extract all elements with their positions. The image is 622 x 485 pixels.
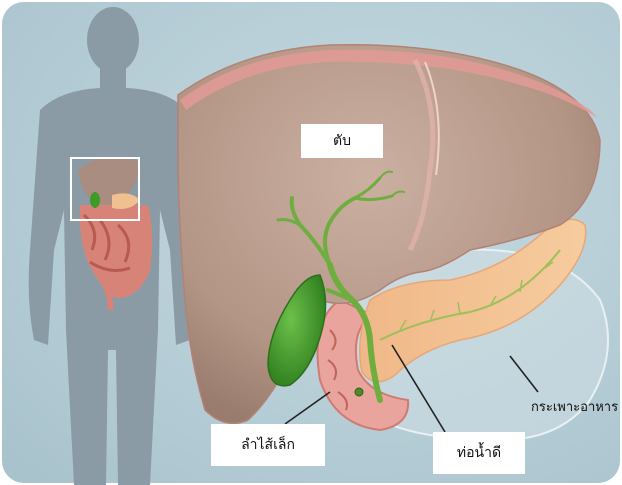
liver-label: ตับ — [301, 124, 383, 158]
bile-duct-label: ท่อน้ำดี — [433, 432, 525, 474]
small-intestine-label: ลำไส้เล็ก — [211, 424, 325, 466]
duct-opening — [355, 388, 363, 396]
stomach-label: กระเพาะอาหาร — [531, 391, 619, 421]
